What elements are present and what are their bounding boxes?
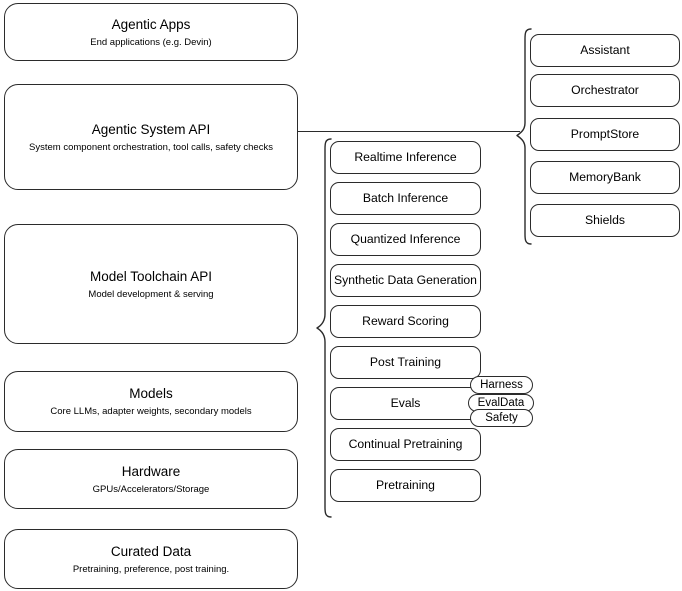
layer-subtitle: End applications (e.g. Devin) <box>90 36 212 48</box>
component-label: Quantized Inference <box>350 232 461 246</box>
layer-box-model-toolchain-api[interactable]: Model Toolchain API Model development & … <box>4 224 298 344</box>
component-box-assistant[interactable]: Assistant <box>530 34 680 67</box>
brace-toolchain-components <box>316 138 332 518</box>
component-box-reward-scoring[interactable]: Reward Scoring <box>330 305 481 338</box>
layer-box-curated-data[interactable]: Curated Data Pretraining, preference, po… <box>4 529 298 589</box>
component-box-pretraining[interactable]: Pretraining <box>330 469 481 502</box>
component-box-memorybank[interactable]: MemoryBank <box>530 161 680 194</box>
pill-safety[interactable]: Safety <box>470 409 533 427</box>
pill-label: Harness <box>480 378 523 391</box>
component-box-orchestrator[interactable]: Orchestrator <box>530 74 680 107</box>
layer-subtitle: Pretraining, preference, post training. <box>72 563 230 575</box>
layer-box-models[interactable]: Models Core LLMs, adapter weights, secon… <box>4 371 298 432</box>
component-label: Orchestrator <box>571 83 639 97</box>
component-box-batch-inference[interactable]: Batch Inference <box>330 182 481 215</box>
layer-box-agentic-apps[interactable]: Agentic Apps End applications (e.g. Devi… <box>4 3 298 61</box>
pill-label: Safety <box>485 411 518 424</box>
component-label: PromptStore <box>570 127 640 141</box>
layer-title: Curated Data <box>110 543 192 559</box>
component-box-post-training[interactable]: Post Training <box>330 346 481 379</box>
layer-title: Models <box>129 386 173 401</box>
component-label: Pretraining <box>376 478 435 492</box>
component-box-realtime-inference[interactable]: Realtime Inference <box>330 141 481 174</box>
component-label: MemoryBank <box>569 170 641 184</box>
layer-title: Hardware <box>121 463 181 479</box>
component-box-synthetic-data-generation[interactable]: Synthetic Data Generation <box>330 264 481 297</box>
pill-evaldata[interactable]: EvalData <box>468 394 534 412</box>
layer-subtitle: System component orchestration, tool cal… <box>29 141 273 153</box>
layer-subtitle: GPUs/Accelerators/Storage <box>92 483 210 495</box>
layer-subtitle: Model development & serving <box>88 288 214 300</box>
component-label: Reward Scoring <box>362 314 449 328</box>
component-label: Evals <box>390 396 421 410</box>
layer-box-hardware[interactable]: Hardware GPUs/Accelerators/Storage <box>4 449 298 509</box>
layer-title: Model Toolchain API <box>89 268 213 284</box>
pill-label: EvalData <box>477 396 525 409</box>
pill-harness[interactable]: Harness <box>470 376 533 394</box>
component-label: Post Training <box>369 355 442 369</box>
component-box-shields[interactable]: Shields <box>530 204 680 237</box>
component-label: Assistant <box>580 43 630 57</box>
layer-title: Agentic System API <box>91 121 211 137</box>
component-label: Shields <box>585 213 625 227</box>
component-label: Realtime Inference <box>354 150 457 164</box>
component-box-promptstore[interactable]: PromptStore <box>530 118 680 151</box>
layer-subtitle: Core LLMs, adapter weights, secondary mo… <box>50 406 252 417</box>
connector-line-system-api-to-components <box>298 131 520 133</box>
layer-box-agentic-system-api[interactable]: Agentic System API System component orch… <box>4 84 298 190</box>
component-box-evals[interactable]: Evals <box>330 387 481 420</box>
component-box-quantized-inference[interactable]: Quantized Inference <box>330 223 481 256</box>
brace-system-components <box>516 28 532 245</box>
component-label: Continual Pretraining <box>348 437 463 451</box>
component-box-continual-pretraining[interactable]: Continual Pretraining <box>330 428 481 461</box>
layer-title: Agentic Apps <box>111 16 191 32</box>
component-label: Batch Inference <box>362 191 449 205</box>
component-label: Synthetic Data Generation <box>334 273 477 287</box>
